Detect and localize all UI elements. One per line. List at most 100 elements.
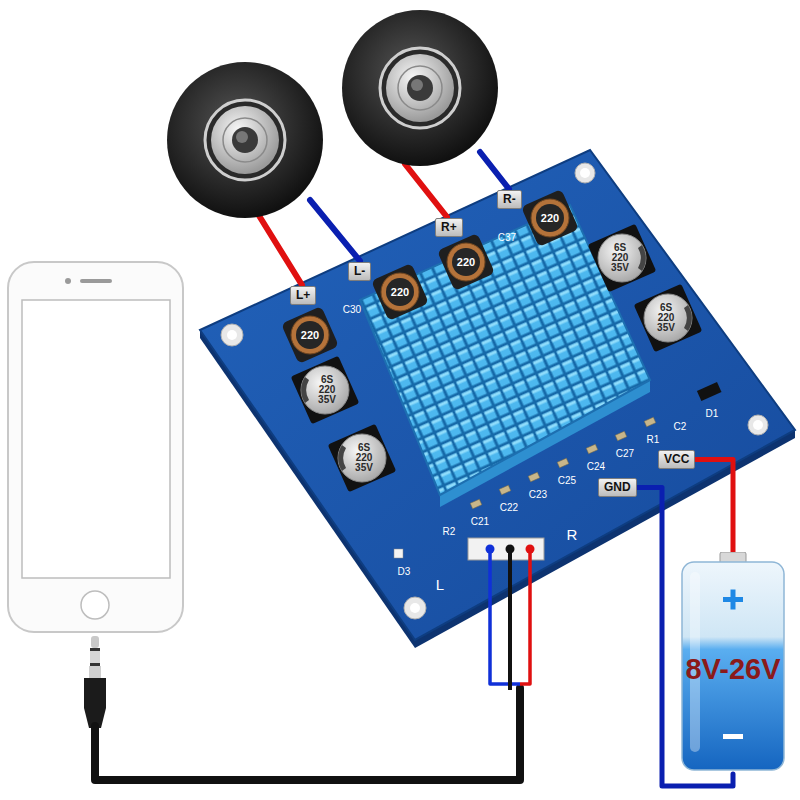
speaker-wire [480, 152, 509, 189]
part-designator: R2 [443, 526, 456, 538]
smd-component [470, 499, 482, 509]
channel-label: R [567, 527, 578, 543]
speaker-wire [405, 164, 447, 217]
speaker [211, 106, 279, 174]
terminal-pad: R+ [435, 218, 463, 237]
smartphone [65, 278, 71, 284]
smd-component [499, 485, 511, 495]
mounting-hole [227, 330, 237, 340]
mounting-hole [221, 324, 243, 346]
audio-jack [90, 663, 100, 666]
smd-component [615, 431, 627, 441]
terminal-name: R- [503, 192, 516, 206]
mounting-hole [575, 163, 595, 183]
terminal-pad: R- [497, 190, 522, 209]
input-wire [508, 549, 512, 690]
capacitor-rating: 6S 220 35V [315, 375, 339, 405]
channel-label: L [436, 577, 444, 593]
inductor [437, 233, 495, 291]
terminal-name: GND [604, 480, 631, 494]
speaker [342, 10, 498, 166]
battery-body [723, 734, 743, 739]
terminal-name: L- [354, 264, 365, 278]
battery: 8V-26V [678, 552, 788, 774]
speaker [411, 79, 423, 91]
speaker [205, 100, 285, 180]
smd-component [557, 458, 569, 468]
audio-jack [90, 651, 100, 663]
electrolytic-capacitor [634, 284, 703, 353]
electrolytic-capacitor [291, 356, 360, 425]
voltage-range: 8V-26V [685, 652, 780, 686]
electrolytic-capacitor [338, 445, 346, 471]
mounting-hole [753, 420, 763, 430]
inductor [296, 321, 324, 349]
terminal-pad: L- [348, 262, 371, 281]
electrolytic-capacitor [338, 434, 386, 482]
part-designator: C37 [498, 232, 516, 244]
part-designator: R1 [647, 434, 660, 446]
input-wire [490, 549, 520, 684]
part-designator: C27 [616, 448, 634, 460]
inductor-value: 220 [301, 329, 319, 341]
part-designator: D3 [398, 566, 411, 578]
inductor [536, 204, 564, 232]
input-header [468, 538, 544, 560]
electrolytic-capacitor [328, 424, 397, 493]
speaker [236, 131, 248, 143]
electrolytic-capacitor [634, 284, 703, 353]
part-designator: C24 [587, 461, 605, 473]
speaker-wire [258, 214, 302, 285]
smd-component [586, 444, 598, 454]
smartphone [22, 300, 170, 578]
terminal-pad: VCC [658, 450, 695, 469]
power-wire [695, 460, 733, 553]
audio-jack [84, 678, 106, 728]
input-wire [490, 549, 530, 690]
mounting-hole [404, 597, 426, 619]
audio-jack [90, 648, 100, 651]
speaker [232, 127, 258, 153]
speaker [223, 118, 267, 162]
smd-component [644, 417, 656, 427]
header-pin [486, 545, 495, 554]
heatsink [360, 205, 650, 495]
inductor [291, 316, 329, 354]
mounting-hole [580, 168, 590, 178]
part-designator: C2 [674, 421, 687, 433]
audio-jack [84, 636, 106, 728]
audio-cable [95, 688, 520, 780]
input-header [468, 538, 544, 560]
part-designator: C30 [343, 304, 361, 316]
inductor-value: 220 [391, 286, 409, 298]
part-designator: D1 [706, 408, 719, 420]
terminal-name: R+ [441, 220, 457, 234]
inductor [521, 189, 579, 247]
electrolytic-capacitor [644, 294, 692, 342]
smartphone [8, 262, 183, 632]
inductor [281, 306, 339, 364]
smartphone [81, 591, 109, 619]
inductor [281, 189, 579, 364]
inductor [281, 306, 339, 364]
capacitor-rating: 6S 220 35V [608, 243, 632, 273]
inductor [386, 278, 414, 306]
speaker [167, 62, 323, 218]
inductor [521, 189, 579, 247]
inductor [531, 199, 569, 237]
capacitor-rating: 6S 220 35V [352, 443, 376, 473]
inductor [452, 248, 480, 276]
inductor [437, 233, 495, 291]
battery-body [731, 590, 736, 610]
speaker [342, 10, 498, 166]
inductor [371, 263, 429, 321]
part-designator: C23 [529, 489, 547, 501]
smartphone [80, 279, 112, 283]
smd-component [528, 472, 540, 482]
audio-jack [89, 666, 101, 678]
electrolytic-capacitor [638, 245, 646, 271]
part-designator: C21 [471, 516, 489, 528]
terminal-pad: L+ [290, 286, 316, 305]
diode-d1 [697, 382, 722, 401]
